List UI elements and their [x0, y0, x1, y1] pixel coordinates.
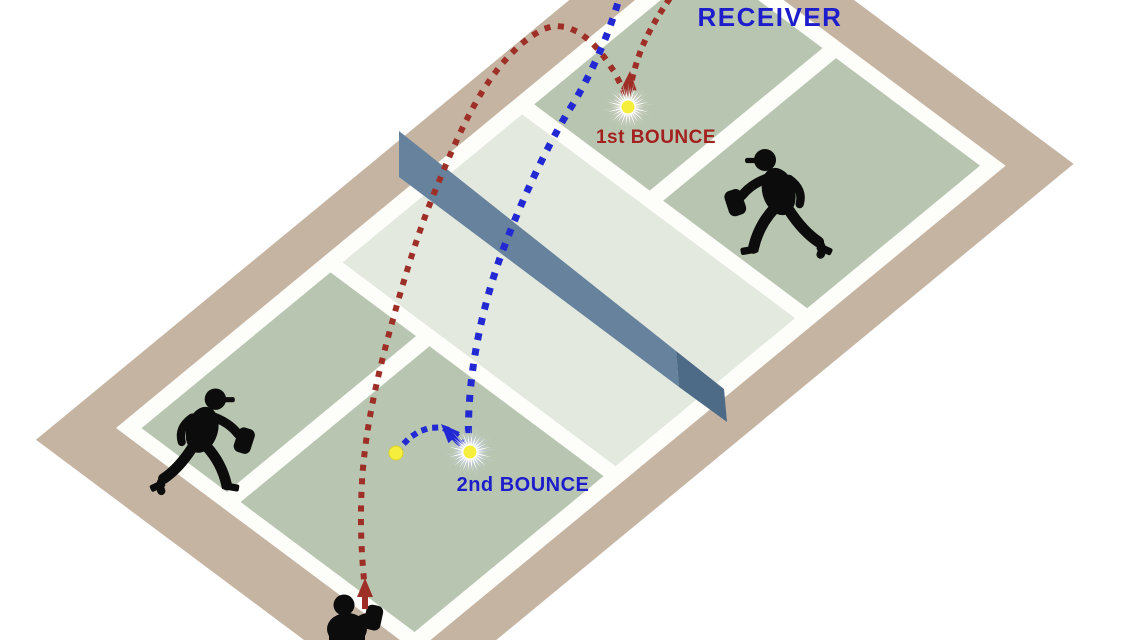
arrow-head: [620, 71, 637, 91]
net-end-cap: [676, 351, 727, 422]
star-center: [463, 445, 477, 459]
player-cap-brim: [745, 157, 759, 164]
arrow-head: [357, 578, 373, 597]
player-head: [753, 148, 777, 172]
kitchen-server-side: [342, 194, 698, 467]
net-face: [399, 131, 679, 387]
serve-path: [357, 23, 631, 594]
second-bounce-star: [443, 426, 497, 478]
arrow-head: [441, 424, 460, 444]
serve-direction-arrow: [357, 578, 373, 609]
arrow-stem: [362, 595, 368, 609]
pickleball: [388, 445, 404, 461]
net: [399, 131, 727, 422]
service-box-receiver-right: [663, 58, 981, 309]
player-head: [204, 388, 227, 410]
service-box-server-right: [240, 346, 604, 632]
second-bounce-label: 2nd BOUNCE: [456, 474, 590, 496]
star-center: [621, 100, 635, 114]
return-path: [464, 0, 623, 453]
player-foot: [149, 480, 166, 492]
player-foot: [740, 245, 759, 256]
paddle: [233, 427, 255, 454]
receiver-partner-player: [724, 148, 833, 259]
player-cap-brim: [221, 397, 235, 403]
server-partner-player: [149, 388, 255, 496]
server-player: [327, 594, 384, 640]
paddle: [724, 189, 747, 217]
first-bounce-star: [601, 81, 655, 133]
kitchen-receiver-side: [424, 114, 796, 399]
player-foot: [816, 243, 833, 256]
player-head: [333, 594, 355, 616]
court-surface: [35, 0, 1074, 640]
player-body: [329, 635, 365, 640]
service-box-receiver-left: [534, 0, 823, 191]
receiver-label: RECEIVER: [697, 2, 843, 32]
paddle: [363, 604, 384, 631]
first-bounce-label: 1st BOUNCE: [595, 127, 717, 148]
player-foot: [221, 482, 240, 492]
